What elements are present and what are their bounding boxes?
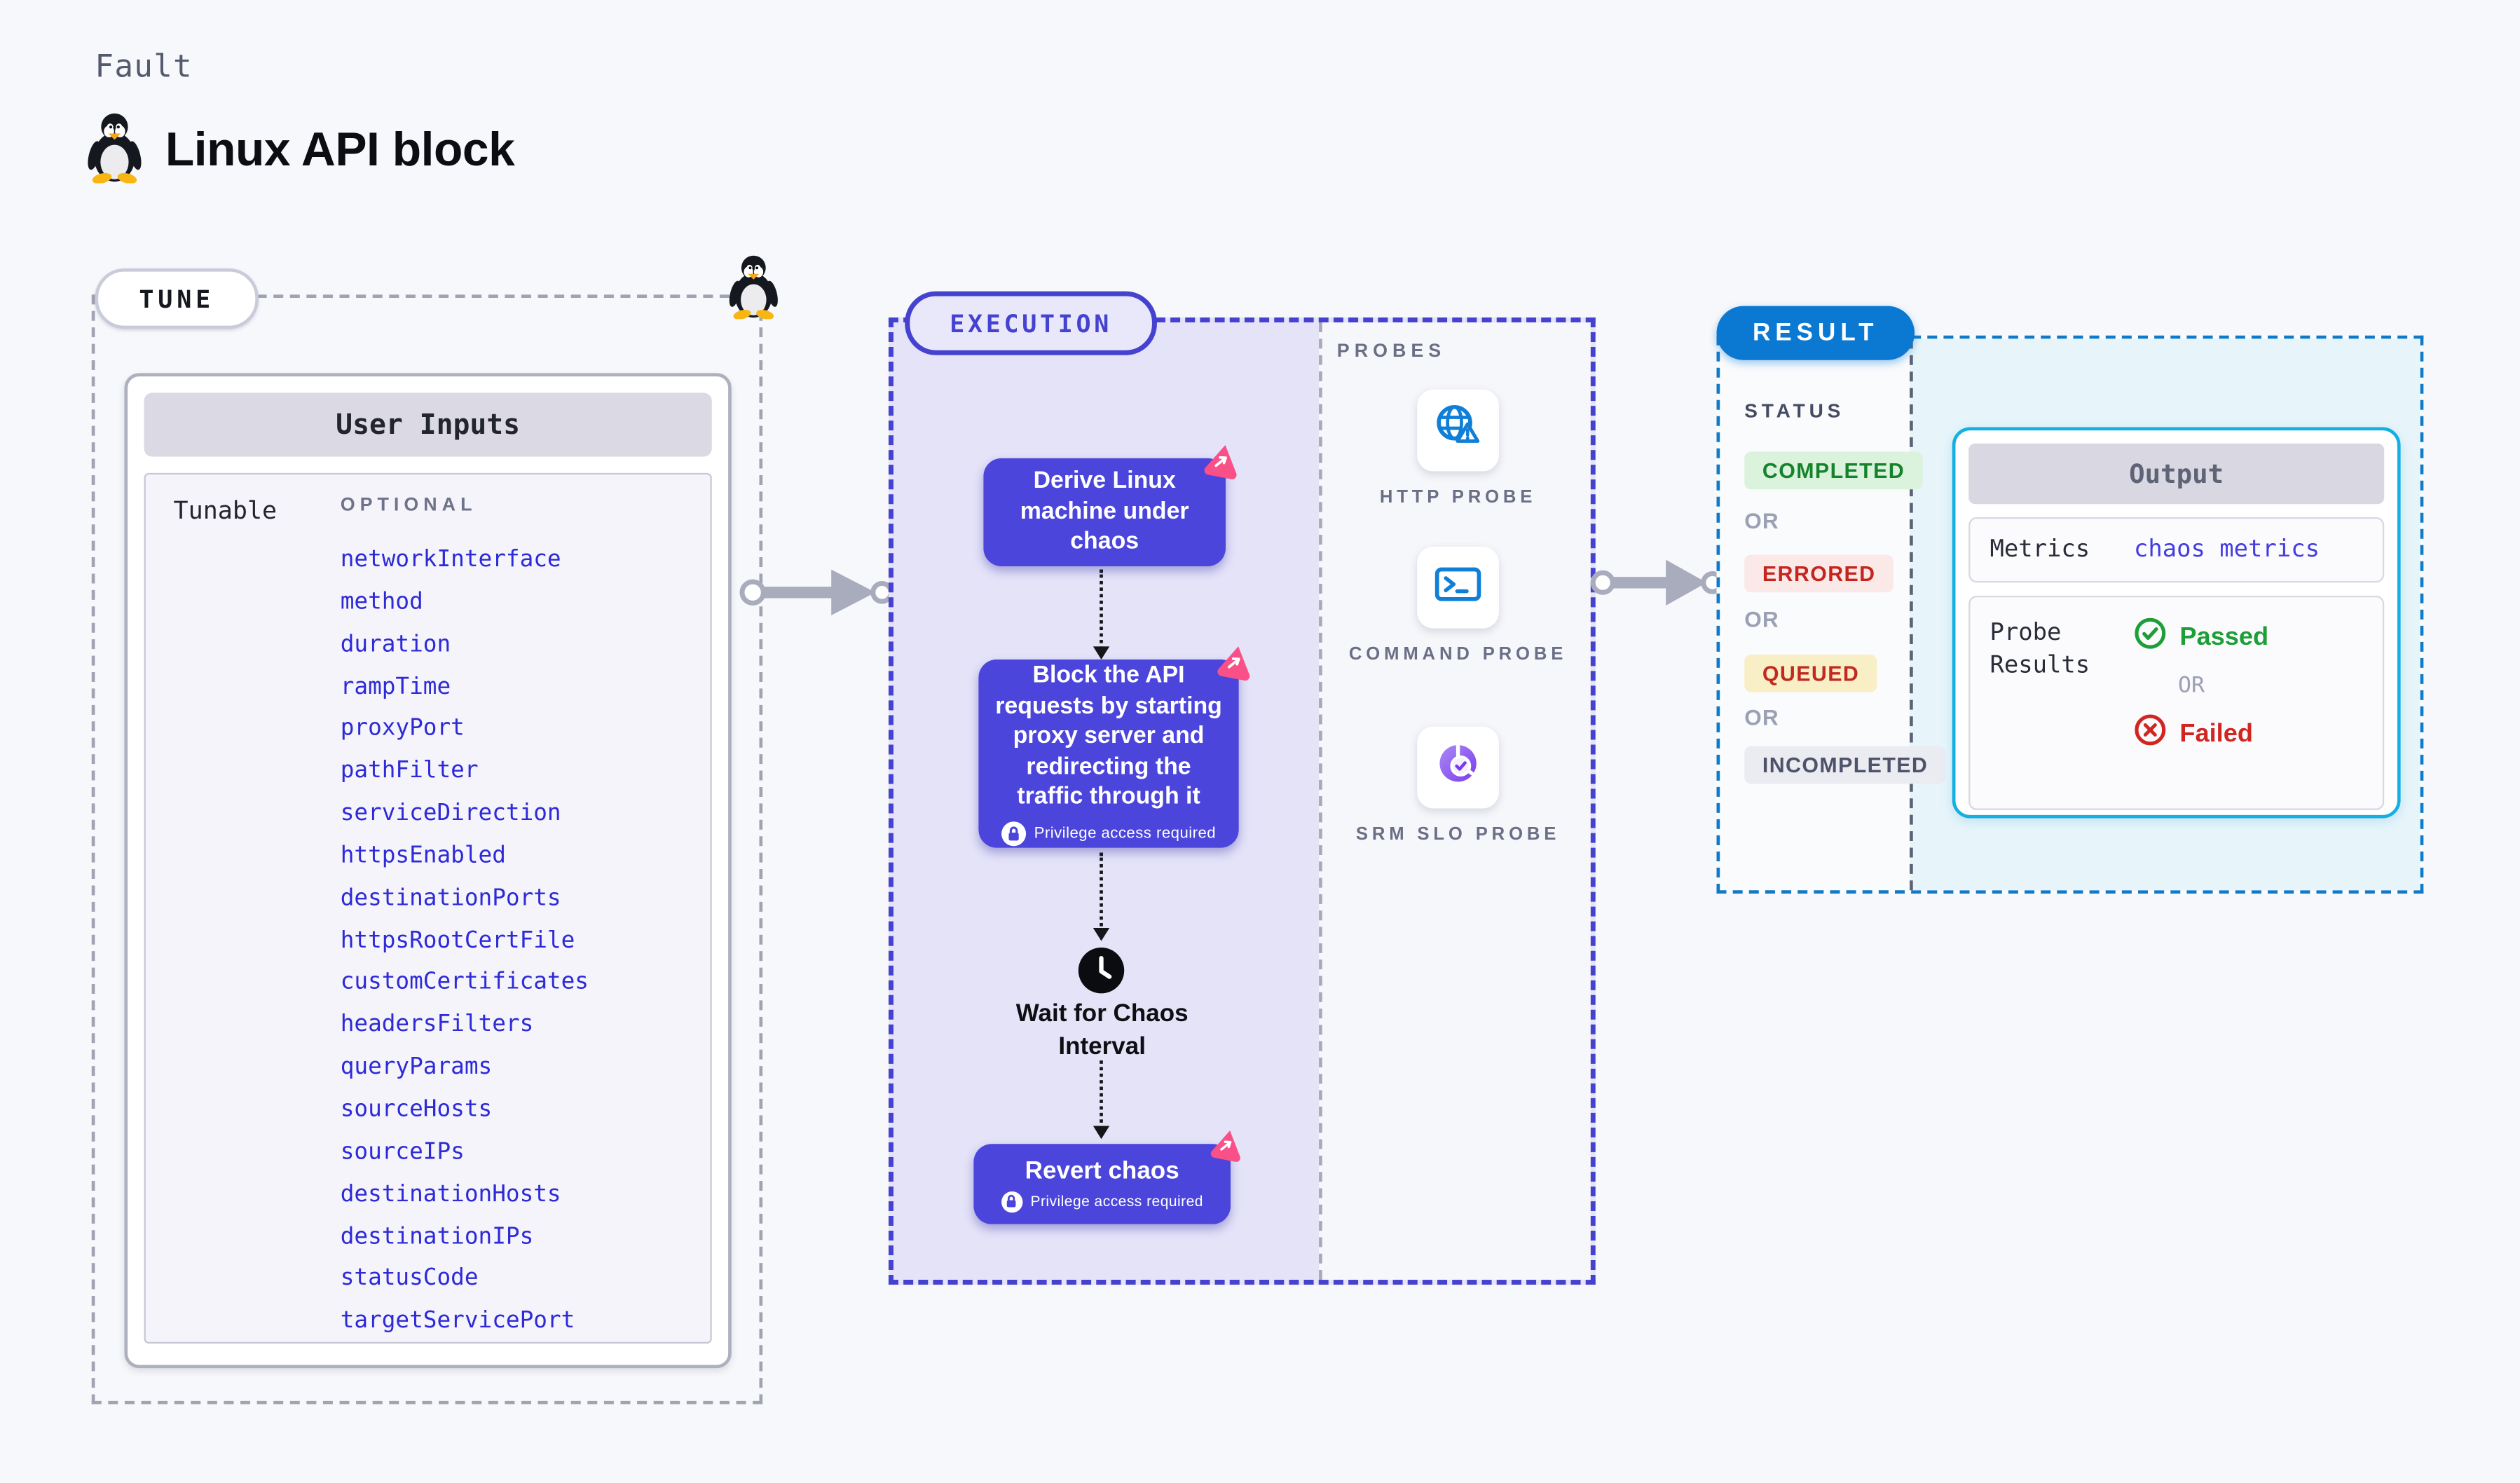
terminal-icon <box>1432 557 1484 617</box>
param-item: sourceHosts <box>340 1096 493 1123</box>
dotted-connector <box>1093 852 1110 941</box>
http-probe-card <box>1417 389 1499 472</box>
chaos-experiment-badge-icon <box>1203 442 1242 481</box>
privilege-required-row: Privilege access required <box>1001 1191 1203 1212</box>
globe-alert-icon <box>1432 400 1484 460</box>
or-separator: OR <box>1744 607 1779 632</box>
privilege-required-row: Privilege access required <box>1001 821 1216 846</box>
or-separator: OR <box>2178 672 2205 699</box>
passed-label: Passed <box>2179 622 2269 651</box>
privilege-required-label: Privilege access required <box>1034 824 1217 843</box>
step-text: Revert chaos <box>1025 1157 1179 1186</box>
command-probe-label: COMMAND PROBE <box>1348 645 1568 665</box>
output-card: Output Metrics chaos metrics Probe Resul… <box>1952 427 2401 819</box>
lock-icon <box>1001 1191 1022 1212</box>
param-item: rampTime <box>340 673 451 700</box>
metrics-row: Metrics chaos metrics <box>1968 517 2385 583</box>
or-separator: OR <box>1744 509 1779 534</box>
probe-results-row: Probe Results Passed OR <box>1968 595 2385 810</box>
passed-item: Passed <box>2134 617 2268 657</box>
metrics-value: chaos metrics <box>2133 536 2320 563</box>
privilege-required-label: Privilege access required <box>1030 1193 1203 1210</box>
user-inputs-table: Tunable OPTIONAL networkInterface method… <box>144 472 712 1344</box>
execution-section-label: EXECUTION <box>905 291 1157 355</box>
step-derive-machine: Derive Linux machine under chaos <box>983 445 1237 566</box>
status-badge-completed: COMPLETED <box>1744 451 1923 490</box>
status-badge-errored: ERRORED <box>1744 554 1894 593</box>
status-column-label: STATUS <box>1744 399 1845 423</box>
param-item: duration <box>340 631 451 657</box>
step-revert-chaos: Revert chaos Privilege access required <box>973 1130 1240 1224</box>
probes-section-label: PROBES <box>1336 342 1446 362</box>
tune-section-label: TUNE <box>95 268 259 329</box>
result-section-label: RESULT <box>1716 306 1915 360</box>
check-circle-icon <box>2134 617 2167 657</box>
param-item: pathFilter <box>340 758 479 785</box>
param-item: customCertificates <box>340 969 589 996</box>
x-circle-icon <box>2134 713 2167 754</box>
tune-to-execution-arrow-icon <box>739 569 893 615</box>
execution-to-result-arrow-icon <box>1590 559 1725 606</box>
param-item: httpsRootCertFile <box>340 927 575 954</box>
user-inputs-title: User Inputs <box>144 392 712 457</box>
tux-penguin-icon <box>727 254 781 327</box>
param-item: sourceIPs <box>340 1138 465 1166</box>
lock-icon <box>1001 821 1026 846</box>
slo-donut-icon <box>1432 737 1484 798</box>
tux-penguin-icon <box>85 111 144 191</box>
user-inputs-card: User Inputs Tunable OPTIONAL networkInte… <box>124 373 732 1369</box>
status-badge-queued: QUEUED <box>1744 655 1877 692</box>
param-item: proxyPort <box>340 716 465 742</box>
param-item: networkInterface <box>340 546 561 573</box>
wait-step-label: Wait for Chaos Interval <box>1015 999 1189 1060</box>
param-item: targetServicePort <box>340 1308 575 1334</box>
step-block-api: Block the API requests by starting proxy… <box>978 646 1250 848</box>
metrics-label: Metrics <box>1990 536 2090 563</box>
step-text: Derive Linux machine under chaos <box>1020 468 1189 556</box>
http-probe-label: HTTP PROBE <box>1379 487 1537 507</box>
command-probe-card <box>1417 546 1499 629</box>
status-badge-incompleted: INCOMPLETED <box>1744 746 1946 784</box>
or-separator: OR <box>1744 705 1779 730</box>
page-title-row: Linux API block <box>85 111 515 191</box>
chaos-experiment-badge-icon <box>1207 1128 1247 1167</box>
output-card-title: Output <box>1968 443 2385 505</box>
param-item: statusCode <box>340 1265 479 1292</box>
srm-slo-probe-card <box>1417 726 1499 809</box>
dotted-connector <box>1093 569 1110 660</box>
tunable-row-label: Tunable <box>173 496 278 526</box>
page-title: Linux API block <box>165 124 515 177</box>
srm-slo-probe-label: SRM SLO PROBE <box>1355 824 1561 845</box>
failed-label: Failed <box>2179 719 2253 747</box>
param-item: queryParams <box>340 1054 493 1081</box>
param-item: destinationHosts <box>340 1181 561 1208</box>
dotted-connector <box>1093 1060 1110 1140</box>
param-item: headersFilters <box>340 1011 534 1039</box>
fault-eyebrow: Fault <box>95 49 193 86</box>
param-item: method <box>340 589 423 615</box>
clock-icon <box>1076 946 1125 1004</box>
param-item: httpsEnabled <box>340 842 506 869</box>
param-item: destinationPorts <box>340 884 561 912</box>
failed-item: Failed <box>2134 713 2268 754</box>
param-item: serviceDirection <box>340 800 561 827</box>
probe-results-label: Probe Results <box>1990 620 2090 680</box>
step-text: Block the API requests by starting proxy… <box>995 663 1222 811</box>
chaos-experiment-badge-icon <box>1216 643 1255 683</box>
param-item: destinationIPs <box>340 1223 534 1250</box>
tunable-param-list: networkInterface method duration rampTim… <box>341 540 589 1344</box>
probe-results-values: Passed OR Failed <box>2134 617 2268 788</box>
tune-section-box <box>91 294 763 1405</box>
optional-column-header: OPTIONAL <box>340 496 477 516</box>
